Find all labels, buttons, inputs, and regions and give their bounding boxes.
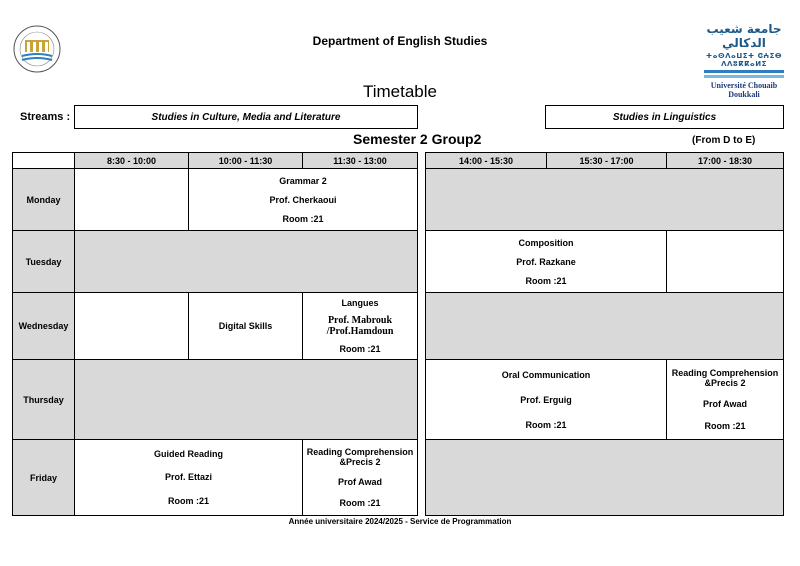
- stream-culture-media-literature: Studies in Culture, Media and Literature: [74, 105, 418, 129]
- day-thursday: Thursday: [12, 359, 75, 440]
- semester-group: Semester 2 Group2: [353, 131, 482, 147]
- course-room: Room :21: [167, 496, 209, 507]
- empty-slot: [74, 230, 418, 293]
- timeslot-header: 14:00 - 15:30: [425, 152, 547, 169]
- timeslot-header: 11:30 - 13:00: [302, 152, 418, 169]
- streams-label: Streams :: [20, 111, 71, 123]
- course-room: Room :21: [282, 213, 324, 224]
- course-composition: Composition Prof. Razkane Room :21: [425, 230, 667, 293]
- date-range: (From D to E): [692, 135, 756, 146]
- empty-slot: [425, 439, 784, 516]
- day-wednesday: Wednesday: [12, 292, 75, 360]
- logo-stripe: [704, 70, 784, 73]
- course-name: Langues: [341, 298, 379, 309]
- course-langues: Langues Prof. Mabrouk /Prof.Hamdoun Room…: [302, 292, 418, 360]
- university-logo: جامعة شعيب الدكالي ⵜⴰⵙⴷⴰⵡⵉⵜ ⵛⵄⵉⴱ ⴷⴷⵓⴽⴽⴰⵍ…: [700, 22, 788, 99]
- day-monday: Monday: [12, 168, 75, 231]
- course-professor: Prof. Razkane: [516, 256, 576, 267]
- timeslot-header: 15:30 - 17:00: [546, 152, 667, 169]
- course-digital-skills: Digital Skills: [188, 292, 303, 360]
- course-professor: Prof. Erguig: [520, 394, 572, 405]
- timeslot-header: 8:30 - 10:00: [74, 152, 189, 169]
- course-oral-communication: Oral Communication Prof. Erguig Room :21: [425, 359, 667, 440]
- day-tuesday: Tuesday: [12, 230, 75, 293]
- course-name: Oral Communication: [501, 369, 591, 380]
- day-friday: Friday: [12, 439, 75, 516]
- course-professor: Prof Awad: [702, 399, 747, 410]
- empty-slot: [74, 359, 418, 440]
- course-name: Grammar 2: [279, 175, 327, 186]
- corner-cell: [12, 152, 75, 169]
- course-professor: Prof. Ettazi: [164, 472, 212, 483]
- course-professor: Prof. Cherkaoui: [269, 194, 337, 205]
- university-name-tifinagh: ⵜⴰⵙⴷⴰⵡⵉⵜ ⵛⵄⵉⴱ ⴷⴷⵓⴽⴽⴰⵍⵉ: [706, 52, 782, 68]
- course-reading-comprehension: Reading Comprehension &Precis 2 Prof Awa…: [666, 359, 784, 440]
- course-room: Room :21: [339, 497, 381, 508]
- department-title: Department of English Studies: [312, 34, 488, 48]
- course-reading-comprehension: Reading Comprehension &Precis 2 Prof Awa…: [302, 439, 418, 516]
- course-name: Guided Reading: [153, 448, 223, 459]
- empty-slot: [425, 168, 784, 231]
- university-name-arabic: جامعة شعيب الدكالي: [706, 22, 782, 50]
- course-name: Reading Comprehension &Precis 2: [671, 367, 779, 388]
- course-room: Room :21: [525, 275, 567, 286]
- footer-note: Année universitaire 2024/2025 - Service …: [288, 517, 512, 526]
- course-name: Composition: [518, 237, 574, 248]
- empty-slot: [666, 230, 784, 293]
- course-room: Room :21: [704, 421, 746, 432]
- timeslot-header: 10:00 - 11:30: [188, 152, 303, 169]
- course-professor: Prof. Mabrouk /Prof.Hamdoun: [326, 314, 394, 337]
- course-room: Room :21: [339, 343, 381, 354]
- university-name-french: Université Chouaib Doukkali: [710, 81, 778, 99]
- empty-slot: [425, 292, 784, 360]
- course-grammar-2: Grammar 2 Prof. Cherkaoui Room :21: [188, 168, 418, 231]
- timeslot-header: 17:00 - 18:30: [666, 152, 784, 169]
- course-room: Room :21: [525, 419, 567, 430]
- stream-linguistics: Studies in Linguistics: [545, 105, 784, 129]
- empty-slot: [74, 292, 189, 360]
- faculty-logo: [12, 22, 62, 78]
- empty-slot: [74, 168, 189, 231]
- page-title: Timetable: [362, 82, 437, 101]
- logo-stripe: [704, 75, 784, 78]
- course-professor: Prof Awad: [337, 477, 382, 488]
- course-guided-reading: Guided Reading Prof. Ettazi Room :21: [74, 439, 303, 516]
- course-name: Reading Comprehension &Precis 2: [306, 447, 414, 468]
